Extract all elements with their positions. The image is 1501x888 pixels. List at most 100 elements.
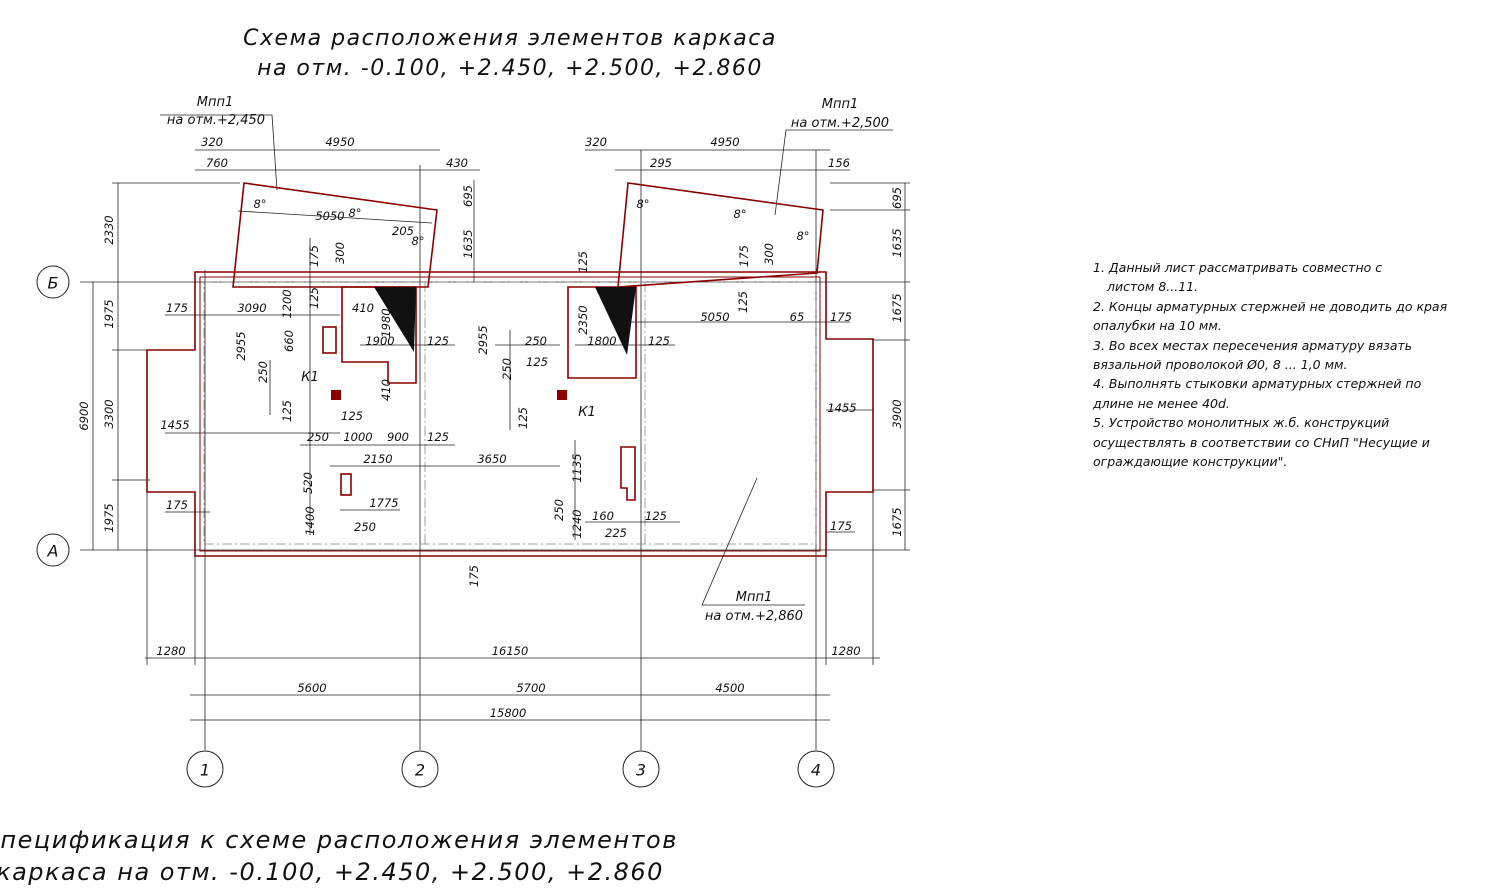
leader-bottom-slab (701, 477, 805, 606)
dim-text: 410 (352, 301, 374, 315)
axis-bubble-2 (401, 750, 439, 788)
drawing-title-line2: на отм. -0.100, +2.450, +2.500, +2.860 (257, 56, 763, 81)
dim-text: 320 (585, 135, 607, 149)
dim-text: 8° (348, 206, 361, 220)
dim-text: 250 (354, 520, 376, 534)
slab-left-level: на отм.+2,450 (167, 113, 265, 128)
stair-wedge-right (595, 287, 636, 355)
column-k1-left (331, 390, 341, 400)
axis-label-4: 4 (811, 761, 821, 780)
dim-text: 430 (446, 156, 468, 170)
dim-text: 3300 (102, 399, 116, 428)
dim-text: 8° (253, 197, 266, 211)
right-slab-outline (617, 182, 824, 288)
wall-pier-left (322, 326, 337, 354)
dim-text: 4500 (715, 681, 744, 695)
dim-text: 4950 (325, 135, 354, 149)
dim-text: 175 (830, 310, 852, 324)
dim-text: 175 (467, 565, 481, 587)
dim-text: 1455 (160, 418, 189, 432)
dim-text: 695 (461, 185, 475, 207)
building-outline (146, 271, 874, 557)
dim-text: 1980 (379, 308, 393, 337)
slab-left-name: Мпп1 (197, 95, 234, 110)
dim-text: 1675 (890, 293, 904, 322)
dim-text: 1975 (102, 299, 116, 328)
axis-bubble-a (36, 533, 70, 567)
dim-text: 15800 (490, 706, 527, 720)
dim-text: 125 (736, 291, 750, 313)
stair-wedge-left (374, 287, 416, 352)
dim-text: 1400 (303, 506, 317, 535)
dim-text: 900 (387, 430, 409, 444)
note-line: листом 8...11. (1107, 279, 1199, 295)
dim-text: 175 (166, 301, 188, 315)
dim-text: 1000 (343, 430, 372, 444)
dim-text: 125 (648, 334, 670, 348)
dim-text: 1800 (587, 334, 616, 348)
slab-right-level: на отм.+2,500 (791, 116, 889, 131)
dim-text: 125 (526, 355, 548, 369)
dim-text: 16150 (492, 644, 529, 658)
general-notes: 1. Данный лист рассматривать совместно с… (1093, 258, 1473, 471)
dim-text: 5050 (315, 209, 344, 223)
dim-text: 3900 (890, 399, 904, 428)
dim-text: 8° (636, 197, 649, 211)
drawing-title: Схема расположения элементов каркаса на … (0, 24, 1020, 84)
leader-right-slab (774, 129, 893, 216)
dim-text: 125 (427, 430, 449, 444)
dim-text: 175 (737, 245, 751, 267)
dim-text: 2350 (576, 305, 590, 334)
dim-text: 5600 (297, 681, 326, 695)
note-line: 2. Концы арматурных стержней не доводить… (1093, 298, 1448, 314)
leader-left-slab (160, 114, 278, 191)
slab-bottom-level: на отм.+2,860 (705, 609, 803, 624)
dim-text: 1280 (156, 644, 185, 658)
dim-text: 6900 (77, 401, 91, 430)
axis-label-a: А (47, 542, 59, 561)
axis-label-1: 1 (200, 761, 210, 780)
dim-text: 125 (307, 287, 321, 309)
dim-text: 5050 (700, 310, 729, 324)
axis-label-b: Б (48, 274, 59, 293)
dim-text: 125 (576, 251, 590, 273)
note-line: ограждающие конструкции". (1093, 454, 1288, 470)
axis-bubble-1 (186, 750, 224, 788)
dim-text: 156 (828, 156, 850, 170)
wall-pier-right (620, 446, 636, 501)
dim-text: 2330 (102, 215, 116, 244)
note-line: опалубки на 10 мм. (1093, 318, 1222, 334)
dim-text: 8° (796, 229, 809, 243)
dim-text: 4950 (710, 135, 739, 149)
axis-bubble-3 (622, 750, 660, 788)
column-k1-right (557, 390, 567, 400)
dim-text: 2150 (363, 452, 392, 466)
dim-text: 1240 (570, 509, 584, 538)
dim-text: 1675 (890, 507, 904, 536)
slab-bottom-name: Мпп1 (736, 590, 773, 605)
dim-text: 125 (516, 407, 530, 429)
dim-text: 320 (201, 135, 223, 149)
building-inner-outline (199, 276, 821, 552)
dim-text: 300 (762, 243, 776, 265)
axis-bubble-4 (797, 750, 835, 788)
note-line: 5. Устройство монолитных ж.б. конструкци… (1093, 415, 1390, 431)
note-line: 3. Во всех местах пересечения арматуру в… (1093, 337, 1413, 353)
dim-text: 1775 (369, 496, 398, 510)
dim-text: 250 (525, 334, 547, 348)
specification-title: Спецификация к схеме расположения элемен… (0, 824, 800, 888)
dim-text: 175 (830, 519, 852, 533)
dim-text: 1975 (102, 503, 116, 532)
dim-text: 760 (206, 156, 228, 170)
dim-text: 660 (282, 330, 296, 352)
dim-text: 250 (256, 361, 270, 383)
drawing-title-line1: Схема расположения элементов каркаса (243, 26, 777, 51)
left-slab-outline (232, 182, 438, 288)
note-line: 4. Выполнять стыковки арматурных стержне… (1093, 376, 1422, 392)
slab-right-name: Мпп1 (822, 97, 859, 112)
dim-text: 520 (301, 472, 315, 494)
dim-text: 8° (733, 207, 746, 221)
dim-text: 1455 (827, 401, 856, 415)
column-label: К1 (578, 405, 596, 420)
specification-title-line1: Спецификация к схеме расположения элемен… (0, 826, 678, 854)
